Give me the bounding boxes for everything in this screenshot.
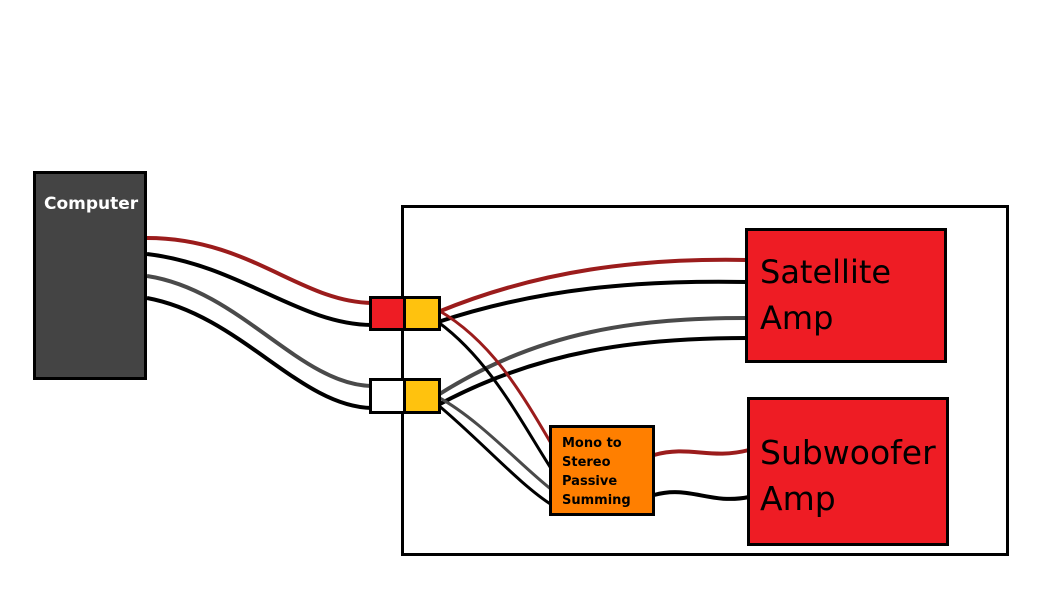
wire-jack1-red-to-satellite <box>437 257 748 314</box>
summing-line: Stereo <box>562 455 611 470</box>
summing-label: Mono to Stereo Passive Summing <box>562 434 631 510</box>
rca-jack-red-connector <box>403 296 441 331</box>
rca-jack-white <box>369 378 407 414</box>
subwoofer-amp-line1: Subwoofer <box>760 433 936 472</box>
summing-line: Summing <box>562 493 631 508</box>
wire-computer-red-to-jack <box>146 236 373 305</box>
subwoofer-amp-label: Subwoofer Amp <box>760 430 936 522</box>
subwoofer-amp-box: Subwoofer Amp <box>747 397 949 546</box>
wire-jack2-black-to-satellite <box>437 336 748 407</box>
wire-jack2-gray-to-summer <box>437 395 553 492</box>
subwoofer-amp-line2: Amp <box>760 479 836 518</box>
wire-jack1-red-to-summer <box>437 308 554 446</box>
computer-box: Computer <box>33 171 147 380</box>
satellite-amp-line2: Amp <box>760 299 834 337</box>
satellite-amp-box: Satellite Amp <box>745 228 947 363</box>
wire-jack1-black-to-satellite <box>437 279 748 324</box>
wire-jack2-black-to-summer <box>437 403 553 507</box>
rca-jack-red <box>369 296 407 331</box>
satellite-amp-line1: Satellite <box>760 253 892 291</box>
wire-summer-black-to-sub <box>653 490 750 501</box>
wire-computer-black2-to-jack <box>146 296 373 410</box>
summing-line: Passive <box>562 474 618 489</box>
satellite-amp-label: Satellite Amp <box>760 249 891 341</box>
wire-jack1-black-to-summer <box>437 320 554 471</box>
wire-computer-gray-to-jack <box>146 274 373 388</box>
computer-label: Computer <box>44 194 139 214</box>
wire-computer-black1-to-jack <box>146 252 373 327</box>
wire-jack2-gray-to-satellite <box>436 316 748 397</box>
rca-jack-white-connector <box>403 378 441 414</box>
wire-summer-red-to-sub <box>653 448 750 457</box>
summing-box: Mono to Stereo Passive Summing <box>549 425 655 516</box>
summing-line: Mono to <box>562 436 622 451</box>
